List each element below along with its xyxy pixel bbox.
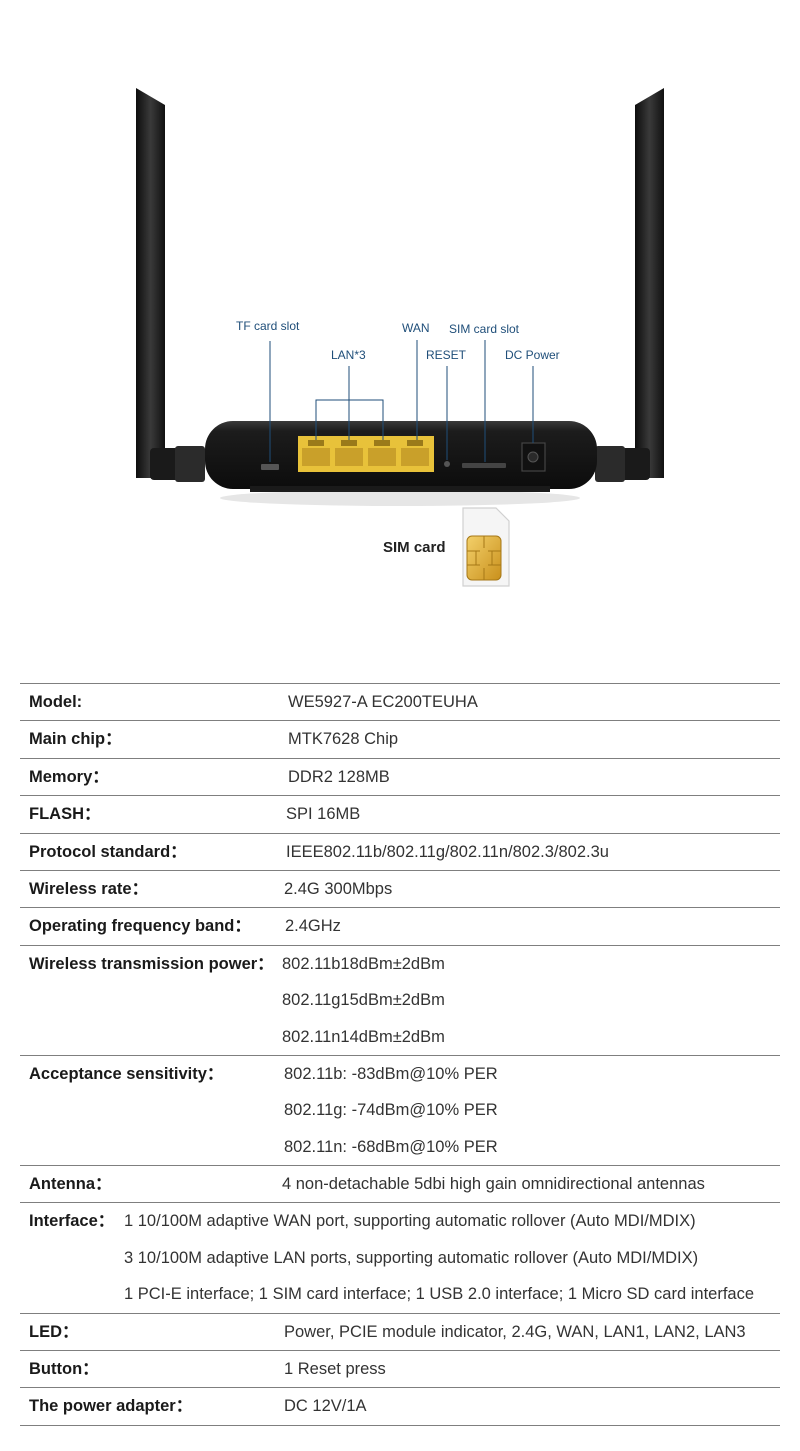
spec-row: Wireless transmission power： 802.11b18dBm…: [20, 946, 780, 1056]
spec-value: 4 non-detachable 5dbi high gain omnidire…: [282, 1175, 705, 1194]
spec-line: Button： 1 Reset press: [20, 1351, 780, 1387]
callout-dc-power: DC Power: [505, 348, 560, 362]
spec-value: WE5927-A EC200TEUHA: [288, 693, 478, 711]
spec-value: DDR2 128MB: [288, 767, 390, 786]
spec-key: The power adapter：: [29, 1397, 193, 1416]
spec-key: Button：: [29, 1360, 99, 1379]
spec-key: Acceptance sensitivity：: [29, 1064, 224, 1083]
spec-row: Acceptance sensitivity： 802.11b: -83dBm@1…: [20, 1056, 780, 1167]
spec-line: Wireless transmission power： 802.11b18dBm…: [20, 946, 780, 982]
spec-line: Model: WE5927-A EC200TEUHA: [20, 684, 780, 720]
spec-line: FLASH： SPI 16MB: [20, 796, 780, 832]
callout-reset: RESET: [426, 348, 467, 362]
spec-value: 802.11b: -83dBm@10% PER: [284, 1064, 498, 1083]
spec-line: Wireless rate： 2.4G 300Mbps: [20, 871, 780, 907]
spec-value: IEEE802.11b/802.11g/802.11n/802.3/802.3u: [286, 842, 609, 861]
sim-card-slot: [462, 463, 506, 468]
spec-row: The power adapter： DC 12V/1A: [20, 1388, 780, 1426]
spec-line: 3 10/100M adaptive LAN ports, supporting…: [20, 1240, 780, 1276]
spec-line: 1 PCI-E interface; 1 SIM card interface;…: [20, 1276, 780, 1312]
spec-key: LED：: [29, 1322, 79, 1341]
spec-line: Main chip： MTK7628 Chip: [20, 721, 780, 757]
spec-value: 1 10/100M adaptive WAN port, supporting …: [124, 1212, 696, 1231]
callout-lan3: LAN*3: [331, 348, 366, 362]
dc-power-jack: [521, 442, 546, 472]
spec-value: 1 Reset press: [284, 1360, 386, 1379]
spec-row: FLASH： SPI 16MB: [20, 796, 780, 834]
spec-key: Wireless transmission power：: [29, 954, 274, 973]
spec-line: 802.11n14dBm±2dBm: [20, 1019, 780, 1055]
spec-value: 802.11n: -68dBm@10% PER: [284, 1137, 498, 1156]
spec-row: Button： 1 Reset press: [20, 1351, 780, 1389]
spec-line: LED： Power, PCIE module indicator, 2.4G, …: [20, 1314, 780, 1350]
spec-line: 802.11n: -68dBm@10% PER: [20, 1129, 780, 1165]
sim-card-label: SIM card: [383, 539, 446, 556]
callout-lines: [269, 340, 534, 462]
spec-value: 802.11g15dBm±2dBm: [282, 991, 445, 1010]
spec-key: Wireless rate：: [29, 879, 149, 898]
spec-value: 1 PCI-E interface; 1 SIM card interface;…: [124, 1285, 755, 1304]
spec-value: Power, PCIE module indicator, 2.4G, WAN,…: [284, 1322, 746, 1341]
spec-value: 2.4GHz: [285, 917, 341, 936]
spec-row: LED： Power, PCIE module indicator, 2.4G, …: [20, 1314, 780, 1352]
spec-value: DC 12V/1A: [284, 1397, 367, 1416]
right-antenna: [595, 88, 664, 482]
spec-row: Antenna： 4 non-detachable 5dbi high gain …: [20, 1166, 780, 1204]
callout-tf-card-slot: TF card slot: [236, 319, 300, 333]
spec-row: Main chip： MTK7628 Chip: [20, 721, 780, 759]
spec-key: Interface：: [29, 1212, 115, 1231]
router-figure: TF card slot LAN*3 WAN RESET SIM card sl…: [0, 0, 800, 640]
spec-line: Operating frequency band： 2.4GHz: [20, 908, 780, 944]
ethernet-ports: [298, 436, 434, 472]
spec-line: Memory： DDR2 128MB: [20, 759, 780, 795]
spec-row: Operating frequency band： 2.4GHz: [20, 908, 780, 946]
spec-value: 3 10/100M adaptive LAN ports, supporting…: [124, 1248, 699, 1267]
spec-line: Interface： 1 10/100M adaptive WAN port, s…: [20, 1203, 780, 1239]
spec-line: 802.11g: -74dBm@10% PER: [20, 1092, 780, 1128]
spec-key: Antenna：: [29, 1175, 112, 1194]
spec-value: 802.11b18dBm±2dBm: [282, 954, 445, 973]
spec-row: Model: WE5927-A EC200TEUHA: [20, 684, 780, 722]
spec-row: Interface： 1 10/100M adaptive WAN port, s…: [20, 1203, 780, 1314]
spec-table: Model: WE5927-A EC200TEUHA Main chip： MTK76…: [20, 683, 780, 1426]
callout-sim-card-slot: SIM card slot: [449, 322, 520, 336]
sim-card-icon: [462, 507, 510, 587]
callout-wan: WAN: [402, 321, 430, 335]
spec-line: 802.11g15dBm±2dBm: [20, 982, 780, 1018]
tf-card-slot: [261, 464, 279, 470]
spec-value: 2.4G 300Mbps: [284, 879, 393, 898]
spec-line: Antenna： 4 non-detachable 5dbi high gain …: [20, 1166, 780, 1202]
spec-value: MTK7628 Chip: [288, 730, 399, 749]
spec-row: Wireless rate： 2.4G 300Mbps: [20, 871, 780, 909]
spec-key: Memory：: [29, 767, 109, 786]
left-antenna: [136, 88, 205, 482]
spec-line: Acceptance sensitivity： 802.11b: -83dBm@1…: [20, 1056, 780, 1092]
spec-key: Operating frequency band：: [29, 917, 251, 936]
spec-line: Protocol standard： IEEE802.11b/802.11g/80…: [20, 834, 780, 870]
spec-key: Model:: [29, 693, 83, 711]
spec-value: 802.11n14dBm±2dBm: [282, 1027, 445, 1046]
spec-key: Main chip：: [29, 730, 122, 749]
reset-hole: [444, 461, 450, 467]
spec-key: Protocol standard：: [29, 842, 187, 861]
spec-line: The power adapter： DC 12V/1A: [20, 1388, 780, 1424]
spec-row: Memory： DDR2 128MB: [20, 759, 780, 797]
spec-row: Protocol standard： IEEE802.11b/802.11g/80…: [20, 834, 780, 871]
spec-key: FLASH：: [29, 805, 101, 824]
router-illustration: [136, 88, 664, 587]
spec-value: 802.11g: -74dBm@10% PER: [284, 1101, 498, 1120]
spec-value: SPI 16MB: [286, 805, 361, 824]
